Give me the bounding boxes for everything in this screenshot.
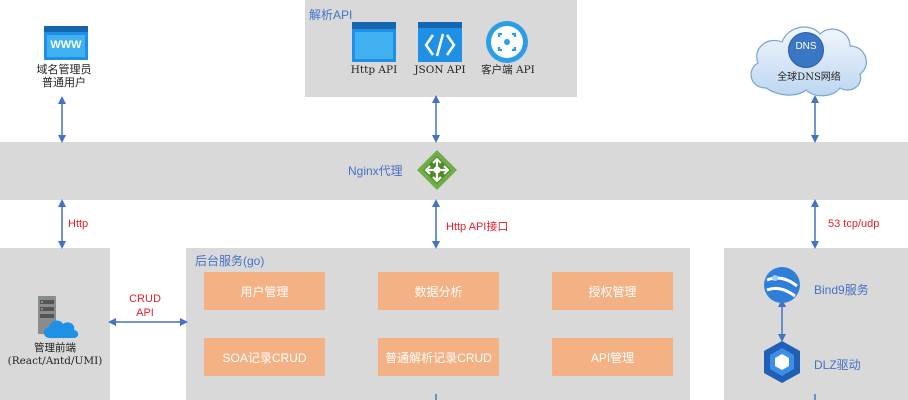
tcp-udp-link-label: 53 tcp/udp xyxy=(828,218,880,230)
dns-label: 全球DNS网络 xyxy=(777,72,841,83)
http-api-label: Http API xyxy=(350,64,398,76)
code-brackets-icon xyxy=(418,22,462,67)
frontend-line2: (React/Antd/UMI) xyxy=(7,355,103,367)
module-soa-crud: SOA记录CRUD xyxy=(204,338,325,376)
crud-line2: API xyxy=(136,307,154,319)
dns-globe xyxy=(788,32,824,68)
http-api-link-label: Http API接口 xyxy=(446,221,509,233)
crud-api-link-label: CRUD API xyxy=(118,292,172,320)
dlz-label: DLZ驱动 xyxy=(814,358,861,372)
module-data-analysis: 数据分析 xyxy=(378,272,499,310)
http-link-label: Http xyxy=(68,218,89,230)
frontend-line1: 管理前端 xyxy=(34,342,76,354)
server-cloud-icon xyxy=(36,296,80,345)
dlz-hexagon-icon xyxy=(762,340,802,389)
cloud-icon: DNS 全球DNS网络 xyxy=(744,18,874,105)
bind9-sphere-icon xyxy=(763,266,801,309)
browser-window-icon xyxy=(352,22,396,67)
nginx-diamond-icon xyxy=(416,149,458,196)
client-api-label: 客户端 API xyxy=(481,64,535,76)
client-circle-icon xyxy=(485,20,529,69)
parse-api-title: 解析API xyxy=(309,8,353,22)
module-user-management: 用户管理 xyxy=(204,272,325,310)
bind9-label: Bind9服务 xyxy=(814,283,869,297)
www-badge: WWW xyxy=(50,39,82,51)
nginx-label: Nginx代理 xyxy=(348,164,403,178)
frontend-label: 管理前端 (React/Antd/UMI) xyxy=(0,342,110,368)
module-record-crud: 普通解析记录CRUD xyxy=(378,338,499,376)
dns-service-panel xyxy=(724,248,908,400)
dns-badge: DNS xyxy=(795,41,817,52)
crud-line1: CRUD xyxy=(129,293,161,305)
domain-admin-label: 域名管理员 普通用户 xyxy=(20,63,108,89)
backend-title: 后台服务(go) xyxy=(195,254,265,268)
json-api-label: JSON API xyxy=(414,64,466,76)
domain-admin-line2: 普通用户 xyxy=(42,76,86,89)
www-browser-icon: WWW xyxy=(44,26,88,60)
module-authorization: 授权管理 xyxy=(552,272,673,310)
module-api-management: API管理 xyxy=(552,338,673,376)
domain-admin-line1: 域名管理员 xyxy=(36,63,92,76)
